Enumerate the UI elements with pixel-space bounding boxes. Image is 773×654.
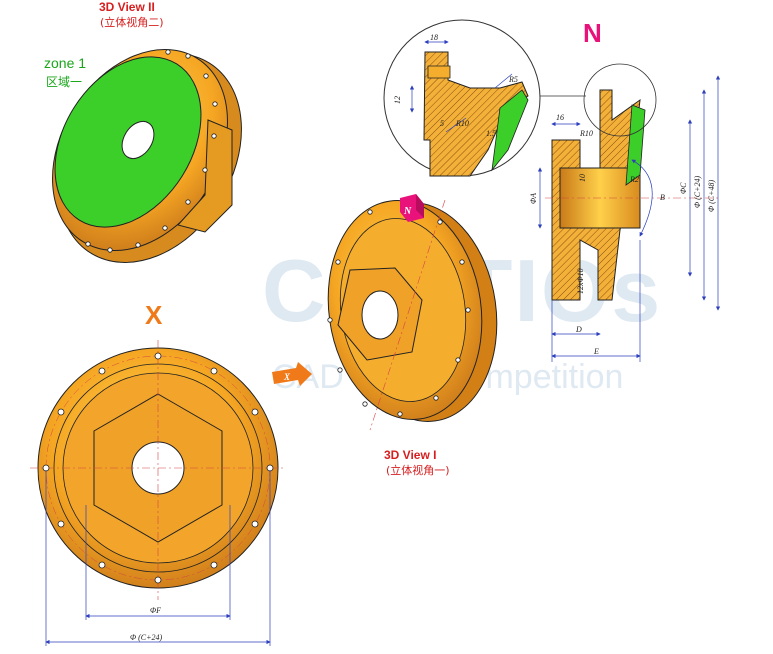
- dim-holes: 12xΦ10: [576, 268, 585, 294]
- view2-title: 3D View II: [99, 0, 155, 14]
- x-marker-letter: X: [283, 372, 291, 382]
- x-view-label: X: [145, 300, 163, 330]
- dim-phi-c24-bottom: Φ (C+24): [130, 633, 162, 642]
- view1-part: [327, 199, 498, 431]
- dim-r10-detail: R10: [455, 119, 469, 128]
- view2-subtitle: (立体视角二): [100, 16, 164, 29]
- section-dims: [537, 75, 721, 362]
- zone-subtitle: 区域一: [46, 75, 83, 89]
- x-view-part: [30, 340, 286, 600]
- dim-d: D: [575, 325, 582, 334]
- n-marker: [400, 194, 424, 222]
- dim-10: 10: [578, 174, 587, 182]
- dim-e: E: [593, 347, 599, 356]
- dim-phi-a: ΦA: [529, 193, 538, 204]
- dim-b: B: [660, 193, 665, 202]
- n-view-label: N: [583, 18, 602, 48]
- dim-12: 12: [393, 96, 402, 104]
- dim-16: 16: [556, 113, 564, 122]
- view2-part: [52, 49, 242, 263]
- view1-title: 3D View I: [384, 448, 437, 462]
- dim-phi-c: ΦC: [679, 182, 688, 194]
- dim-1-5: 1.5: [486, 129, 496, 138]
- dim-phi-c24: Φ (C+24): [693, 176, 702, 208]
- dim-18: 18: [430, 33, 438, 42]
- dim-r2: R2: [629, 175, 639, 184]
- dim-5: 5: [440, 119, 444, 128]
- front-dims: [45, 470, 271, 646]
- detail-dims: [409, 39, 513, 133]
- view1-subtitle: (立体视角一): [386, 464, 450, 477]
- section-view: [538, 63, 720, 301]
- n-marker-letter: N: [403, 206, 412, 217]
- zone-title: zone 1: [44, 55, 87, 71]
- dim-phi-c48: Φ (C+48): [707, 180, 716, 212]
- dim-phi-f: ΦF: [150, 606, 161, 615]
- detail-circle: [383, 19, 541, 177]
- x-marker-arrow: [272, 362, 312, 386]
- dim-r5: R5: [508, 75, 518, 84]
- dim-r10: R10: [579, 129, 593, 138]
